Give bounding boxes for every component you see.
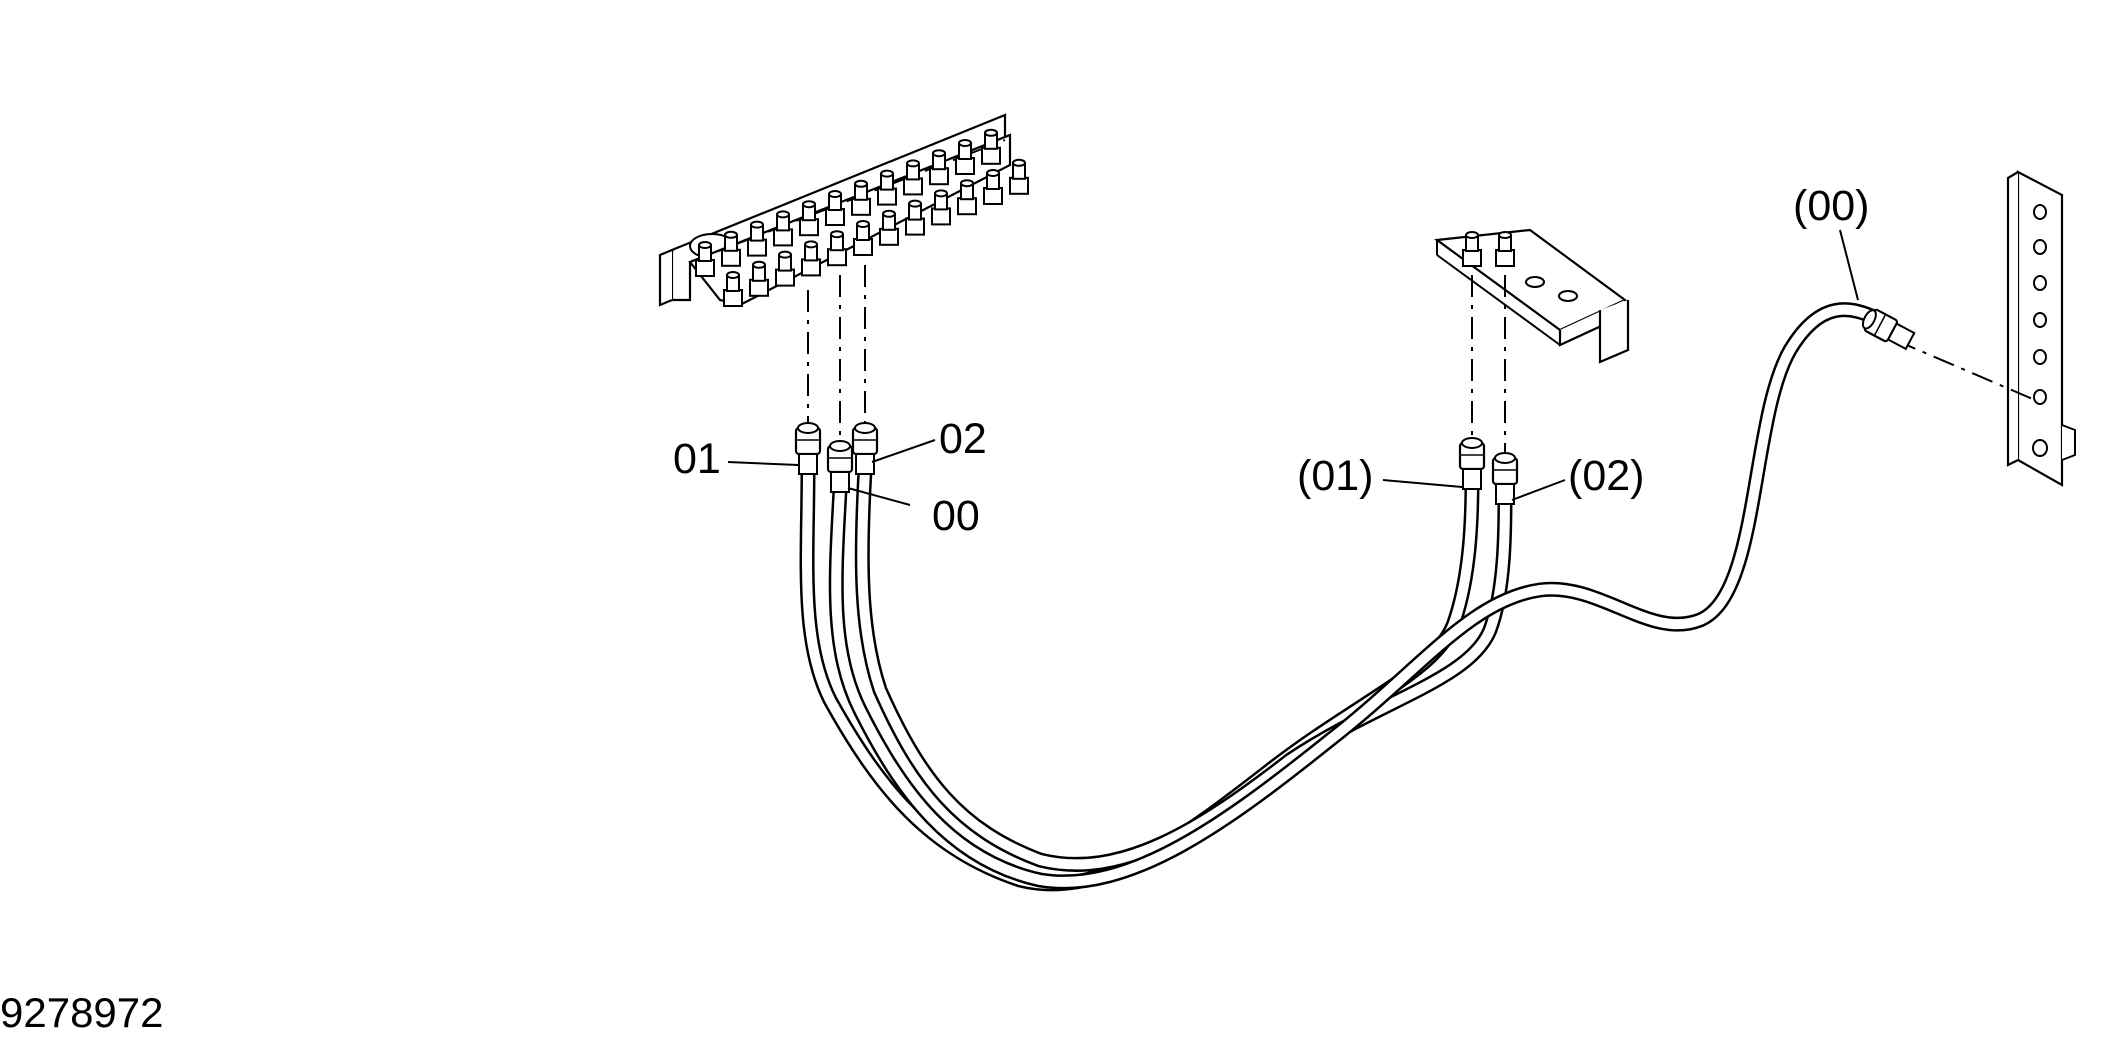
grease-nipple — [981, 128, 1001, 165]
grease-nipple — [905, 199, 925, 236]
middle-mounting-bracket — [1434, 228, 1630, 364]
alignment-lines-middle — [1471, 275, 1506, 455]
grease-nipple — [903, 159, 923, 196]
callout-left-00: 00 — [932, 492, 980, 540]
grease-nipple — [931, 189, 951, 226]
grease-nipple — [773, 210, 793, 247]
alignment-line-right — [1894, 339, 2036, 401]
grease-nipple — [799, 200, 819, 237]
grease-nipple — [879, 209, 899, 246]
grease-nipple — [851, 179, 871, 216]
grease-nipple — [775, 250, 795, 287]
grease-nipple — [877, 169, 897, 206]
drawing-reference-number: 9278972 — [0, 989, 164, 1036]
grease-nipple — [747, 220, 767, 257]
callout-left-02: 02 — [939, 415, 987, 463]
grease-nipple — [825, 190, 845, 226]
hose-bundle — [799, 302, 1888, 892]
grease-nipple — [853, 220, 873, 256]
grease-nipple — [749, 260, 769, 297]
callout-left-01: 01 — [673, 435, 721, 483]
callout-right-01: (01) — [1297, 452, 1373, 500]
callout-far-right-00: (00) — [1793, 182, 1869, 230]
grease-nipple — [1009, 158, 1029, 195]
grease-nipple — [955, 139, 975, 175]
grease-nipple — [721, 230, 741, 267]
callout-right-02: (02) — [1568, 452, 1644, 500]
grease-nipple — [695, 241, 715, 277]
right-mounting-plate — [2006, 170, 2076, 487]
grease-nipple — [983, 169, 1003, 205]
alignment-lines-left — [807, 265, 866, 440]
grease-nipple — [929, 149, 949, 186]
grease-nipple — [801, 240, 821, 277]
grease-nipple — [723, 271, 743, 307]
leader-lines — [727, 229, 1859, 506]
grease-nipple — [957, 179, 977, 216]
grease-nipple — [827, 230, 847, 267]
